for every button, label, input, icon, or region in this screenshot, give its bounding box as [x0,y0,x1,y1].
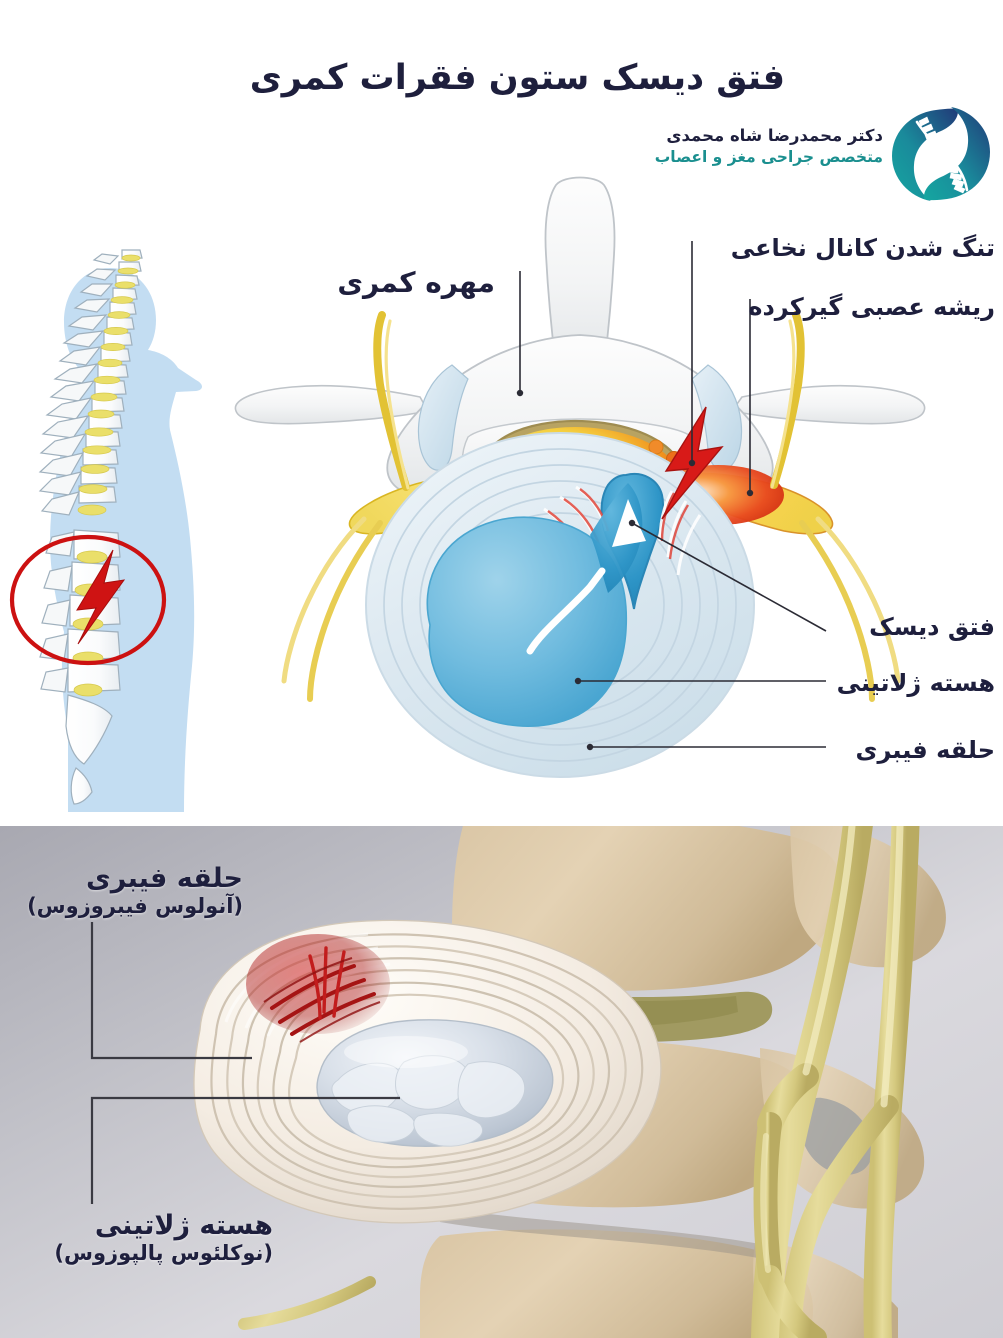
human-body-silhouette-icon [0,132,240,812]
disc-cross-section-3d-icon [0,826,1003,1338]
doctor-specialty: متخصص جراحی مغز و اعصاب [654,148,884,166]
brand-text: دکتر محمدرضا شاه محمدی متخصص جراحی مغز و… [654,126,884,166]
label-nucleus-pulposus-photo: هسته ژلاتینی (نوکلئوس پالپوزوس) [54,1210,273,1266]
label-lumbar-vertebra: مهره کمری [337,266,495,299]
label-disc-herniation: فتق دیسک [869,613,995,641]
doctor-name: دکتر محمدرضا شاه محمدی [666,126,883,145]
annulus-subtitle: (آنولوس فیبروزوس) [27,894,243,919]
label-annulus-fibrosus-photo: حلقه فیبری (آنولوس فیبروزوس) [27,863,243,919]
page-title: فتق دیسک ستون فقرات کمری [249,58,785,98]
nucleus-subtitle: (نوکلئوس پالپوزوس) [54,1241,273,1266]
annulus-title: حلقه فیبری [86,863,243,894]
label-spinal-stenosis: تنگ شدن کانال نخاعی [730,234,995,262]
spine-circle-logo-icon [889,104,993,204]
top-diagram-panel: فتق دیسک ستون فقرات کمری [0,58,995,812]
leader-lines [516,241,827,751]
label-annulus-fibrosus: حلقه فیبری [855,736,995,764]
leader-lines-bottom [90,922,400,1204]
lumbar-vertebra-cross-section-diagram [230,175,930,795]
lightning-bolt-icon [76,549,126,645]
label-nucleus-pulposus: هسته ژلاتینی [836,669,995,697]
nucleus-title: هسته ژلاتینی [94,1210,273,1241]
bottom-photo-panel: حلقه فیبری (آنولوس فیبروزوس) هسته ژلاتین… [0,826,1003,1338]
lumbar-highlight-circle [9,534,167,666]
label-pinched-nerve: ریشه عصبی گیرکرده [748,293,995,321]
brand-logo-block: دکتر محمدرضا شاه محمدی متخصص جراحی مغز و… [625,104,995,204]
